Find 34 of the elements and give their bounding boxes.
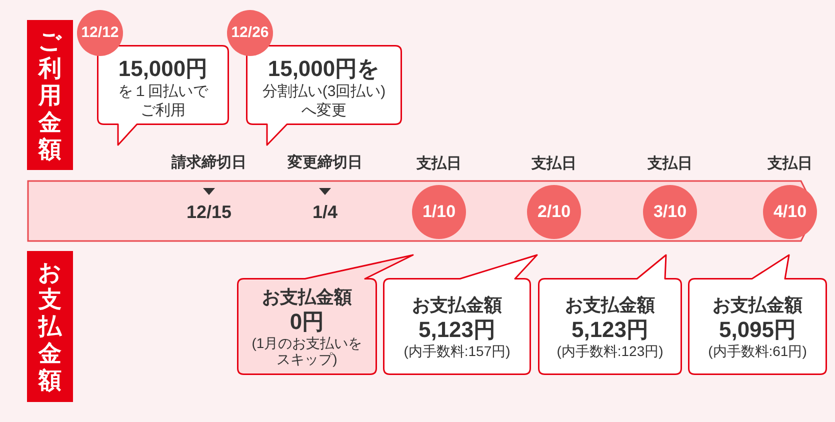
payment-amount: 0円 [290, 309, 324, 335]
payment-heading: お支払金額 [712, 294, 802, 317]
speech-bubble [538, 255, 682, 375]
speech-bubble [246, 45, 402, 145]
date-badge: 12/12 [77, 10, 123, 56]
payment-amount: 5,123円 [418, 317, 496, 343]
payment-amount: 5,123円 [571, 317, 649, 343]
payment-heading: お支払金額 [412, 294, 502, 317]
speech-bubble [97, 45, 229, 145]
date-label: 1/4 [312, 202, 338, 222]
fee-note: (内手数料:123円) [556, 343, 664, 359]
payment-heading: お支払金額 [565, 294, 655, 317]
payment-heading: お支払金額 [262, 286, 352, 309]
amount-text: 15,000円を [268, 56, 380, 82]
vertical-heading: ご利用金額 [27, 20, 73, 170]
vertical-heading: お支払金額 [27, 251, 73, 402]
description-text: を１回払いでご利用 [117, 82, 210, 120]
fee-note: (内手数料:157円) [404, 343, 510, 359]
speech-bubble [383, 255, 537, 375]
payment-day-label: 支払日 [648, 154, 692, 174]
deadline-label: 請求締切日 [172, 153, 246, 173]
speech-bubble [688, 255, 827, 375]
date-badge: 12/26 [227, 10, 273, 56]
date-label: 12/15 [186, 202, 232, 222]
payment-day-label: 支払日 [532, 154, 576, 174]
fee-note: (1月のお支払いをスキップ) [250, 335, 364, 367]
deadline-label: 変更締切日 [288, 153, 362, 173]
timeline-band [27, 180, 817, 242]
payment-amount: 5,095円 [718, 317, 796, 343]
amount-text: 15,000円 [118, 56, 208, 82]
payment-day-label: 支払日 [768, 154, 812, 174]
payment-day-label: 支払日 [416, 154, 462, 174]
fee-note: (内手数料:61円) [708, 343, 807, 359]
description-text: 分割払い(3回払い)へ変更 [261, 82, 387, 120]
